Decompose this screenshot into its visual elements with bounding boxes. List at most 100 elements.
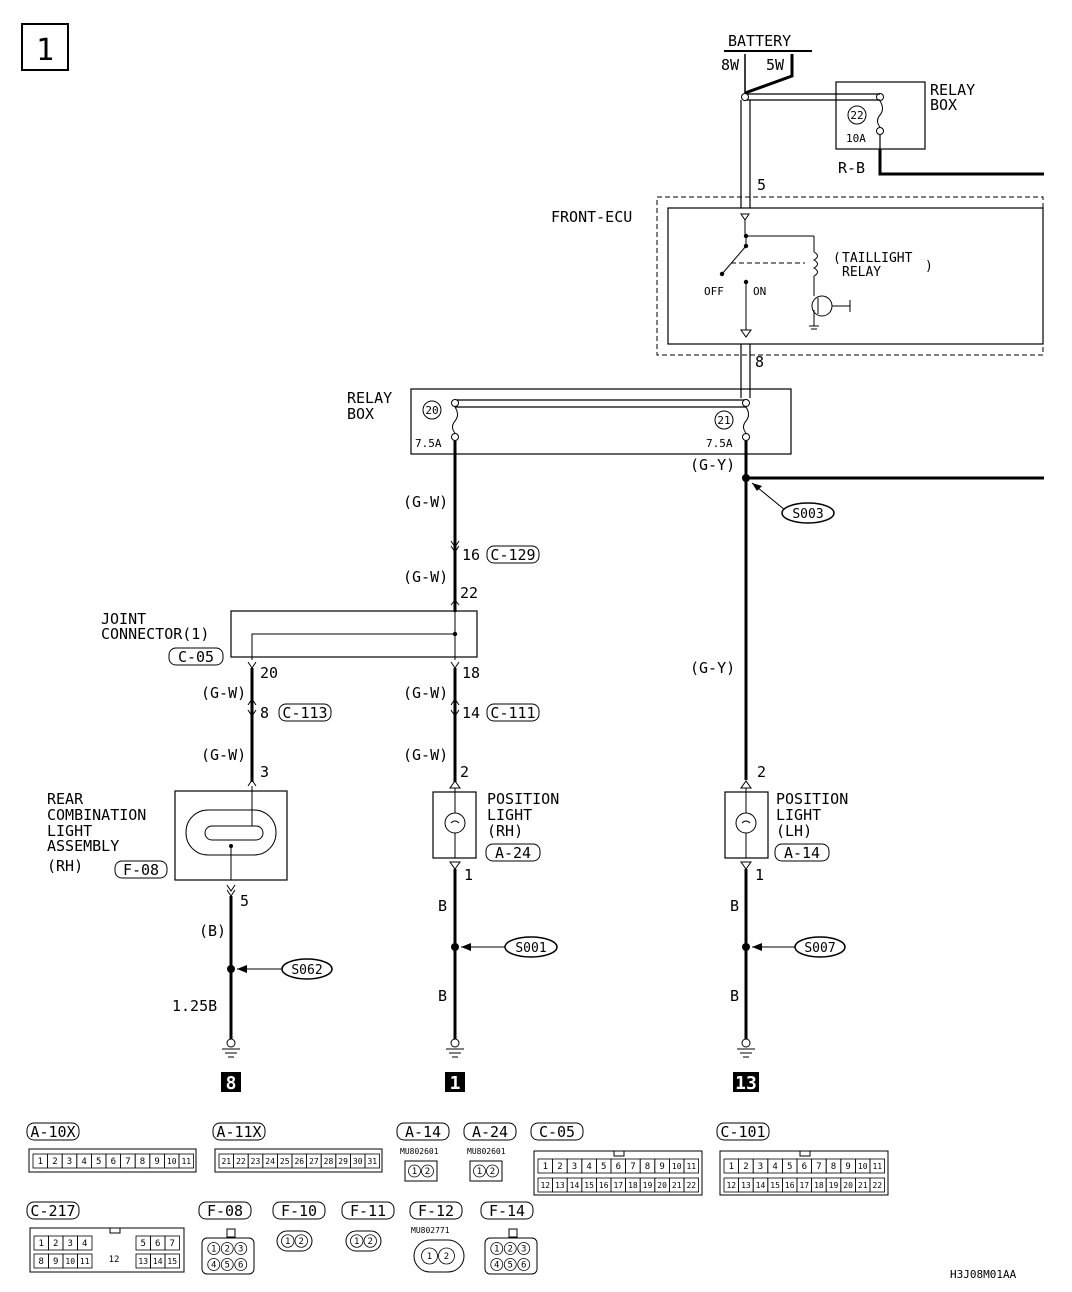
f08-pin-6-cell xyxy=(234,1258,248,1271)
c05-pin-4: 4 xyxy=(586,1162,591,1172)
f14-pin-5: 5 xyxy=(508,1261,513,1271)
a10x-pin-10: 10 xyxy=(167,1157,177,1166)
c101-pin-19: 19 xyxy=(829,1181,839,1190)
switch-on-label: ON xyxy=(753,285,766,298)
front-ecu: FRONT-ECU OFF ON ( TAILLIGHT RELAY ) xyxy=(551,196,1044,356)
ground-8-label: 8 xyxy=(226,1073,237,1094)
relay-box-mid-label-2: BOX xyxy=(347,405,374,423)
c101-pin-11: 11 xyxy=(872,1162,882,1171)
c05-pin-11: 11 xyxy=(686,1162,696,1171)
wire-color-b-lh-1: B xyxy=(730,897,739,915)
f14-pin-2: 2 xyxy=(508,1245,513,1255)
joint-pin-20: 20 xyxy=(260,664,278,682)
f08-ref: F-08 xyxy=(207,1202,243,1220)
a24-ref: A-24 xyxy=(472,1123,508,1141)
c101-pin-6: 6 xyxy=(802,1162,807,1172)
pos-lh-pin-2: 2 xyxy=(757,763,766,781)
c05-pin-2: 2 xyxy=(557,1162,562,1172)
splice-s007: S007 xyxy=(804,941,835,956)
position-light-lh: POSITION LIGHT (LH) A-14 xyxy=(724,788,848,862)
c217-pin-7: 7 xyxy=(170,1239,175,1249)
taillight-relay-label-2: RELAY xyxy=(842,265,881,280)
c101-pin-22-cell xyxy=(869,1177,886,1193)
relay-box-top-label-1: RELAY xyxy=(930,81,975,99)
taillight-relay-label-1-text: TAILLIGHT xyxy=(842,251,913,266)
a24-pin-2-cell xyxy=(486,1164,499,1178)
a11x-pin-22: 22 xyxy=(236,1157,246,1166)
a11x-pin-31-cell xyxy=(364,1153,381,1169)
a10x-pin-11-cell xyxy=(178,1153,195,1169)
c217-pin-8: 8 xyxy=(39,1257,44,1267)
f08-pin-6: 6 xyxy=(238,1261,243,1271)
a10x-pin-3: 3 xyxy=(67,1157,72,1167)
pos-rh-ref: A-24 xyxy=(495,844,531,862)
taillight-relay-paren-close: ) xyxy=(925,259,933,274)
battery-wire-8w: 8W xyxy=(721,56,740,74)
c05-pin-18: 18 xyxy=(628,1181,638,1190)
f08-pin-1-cell xyxy=(207,1242,221,1255)
f11-ref: F-11 xyxy=(350,1202,386,1220)
wire-color-gy-top: (G-Y) xyxy=(690,456,735,474)
f10-pin-2-cell xyxy=(294,1234,308,1248)
c101-pin-5: 5 xyxy=(787,1162,792,1172)
page-number: 1 xyxy=(36,33,54,68)
f14-pin-1-cell xyxy=(490,1242,504,1255)
fuse-21-rating: 7.5A xyxy=(706,437,733,450)
c101-pin-11-cell xyxy=(869,1158,886,1174)
c05-pin-20: 20 xyxy=(657,1181,667,1190)
c05-pin-6: 6 xyxy=(616,1162,621,1172)
a10x-pin-5: 5 xyxy=(96,1157,101,1167)
f14-pin-6: 6 xyxy=(521,1261,526,1271)
c101-pin-17: 17 xyxy=(799,1181,809,1190)
a11x-ref: A-11X xyxy=(216,1123,261,1141)
pin-8: 8 xyxy=(260,704,269,722)
pos-lh-label-1: POSITION xyxy=(776,790,848,808)
fuse-20-rating: 7.5A xyxy=(415,437,442,450)
c217-pin-12: 12 xyxy=(109,1255,120,1265)
f08-pin-1: 1 xyxy=(211,1245,216,1255)
c101-pin-18: 18 xyxy=(814,1181,824,1190)
c101-pin-20: 20 xyxy=(843,1181,853,1190)
a11x-pin-30: 30 xyxy=(353,1157,363,1166)
a14-pin-1: 1 xyxy=(412,1167,417,1177)
relay-box-mid-label-1: RELAY xyxy=(347,389,392,407)
a10x-pin-8: 8 xyxy=(140,1157,145,1167)
f11-pin-2-cell xyxy=(363,1234,377,1248)
c05-pin-15: 15 xyxy=(584,1181,594,1190)
f12-pin-1: 1 xyxy=(427,1252,432,1262)
f12-pin-2: 2 xyxy=(444,1252,449,1262)
a10x-pin-7: 7 xyxy=(125,1157,130,1167)
wire-color-gw-6: (G-W) xyxy=(201,746,246,764)
c217-pin-13: 13 xyxy=(138,1257,148,1266)
c217-pin-14: 14 xyxy=(153,1257,163,1266)
f14-pin-3: 3 xyxy=(521,1245,526,1255)
c217-ref: C-217 xyxy=(30,1202,75,1220)
f14-ref: F-14 xyxy=(489,1202,525,1220)
pos-lh-label-2: LIGHT xyxy=(776,806,821,824)
ground-8-badge xyxy=(221,1072,241,1092)
rear-label-1: REAR xyxy=(47,790,84,808)
c101-pin-13: 13 xyxy=(741,1181,751,1190)
splice-s003: S003 xyxy=(792,507,823,522)
c05-pin-11-cell xyxy=(683,1158,700,1174)
f10-ref: F-10 xyxy=(281,1202,317,1220)
f12-part: MU802771 xyxy=(411,1226,450,1235)
connector-f12: MU802771 1 2 xyxy=(411,1226,465,1273)
a10x-pin-6: 6 xyxy=(111,1157,116,1167)
fuse-22-rating: 10A xyxy=(846,132,866,145)
connector-c-113-ref: C-113 xyxy=(282,704,327,722)
f12-pin-1-cell xyxy=(421,1247,438,1265)
pos-lh-ref: A-14 xyxy=(784,844,820,862)
battery-wire-5w: 5W xyxy=(766,56,785,74)
f14-pin-6-cell xyxy=(517,1258,531,1271)
pos-rh-label-2: LIGHT xyxy=(487,806,532,824)
taillight-relay-label-1: ( xyxy=(833,251,841,266)
joint-pin-22: 22 xyxy=(460,584,478,602)
a14-pin-2: 2 xyxy=(425,1167,430,1177)
c05-pin-17: 17 xyxy=(613,1181,623,1190)
c05-pin-8: 8 xyxy=(645,1162,650,1172)
f14-pin-3-cell xyxy=(517,1242,531,1255)
